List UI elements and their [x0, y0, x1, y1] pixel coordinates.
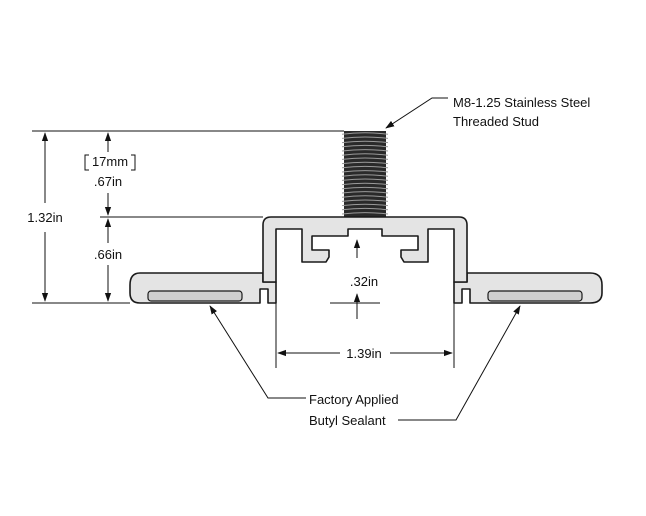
dim-stud-height: 17mm .67in [84, 132, 136, 216]
thread-ridge [341, 153, 389, 156]
thread-ridge [341, 165, 389, 169]
thread-ridge [341, 195, 389, 198]
stud-callout-line2: Threaded Stud [453, 114, 539, 129]
thread-ridge [341, 157, 389, 160]
thread-ridge [341, 191, 389, 194]
sealant-callout-line2: Butyl Sealant [309, 413, 386, 428]
dim-overall-height: 1.32in [27, 132, 63, 302]
sealant-callout: Factory Applied Butyl Sealant [209, 305, 521, 428]
stud-threads [341, 132, 389, 215]
thread-ridge [341, 199, 389, 202]
threaded-stud [341, 131, 389, 217]
thread-ridge [341, 174, 389, 177]
thread-ridge [341, 136, 389, 139]
thread-ridge [341, 170, 389, 173]
thread-ridge [341, 161, 389, 165]
sealant-strip-left [147, 290, 243, 302]
mm-bracket-right [131, 154, 136, 171]
channel-width-label: 1.39in [346, 346, 381, 361]
thread-ridge [341, 132, 389, 135]
dim-channel-width: 1.39in [277, 346, 453, 361]
channel-body [262, 216, 468, 283]
thread-ridge [341, 203, 389, 207]
mm-bracket-left [84, 154, 89, 171]
channel-depth-label: .32in [350, 274, 378, 289]
thread-ridge [341, 178, 389, 181]
stud-height-in-label: .67in [94, 174, 122, 189]
base-height-label: .66in [94, 247, 122, 262]
stud-height-mm-label: 17mm [92, 154, 128, 169]
thread-ridge [341, 186, 389, 190]
thread-ridge [341, 149, 389, 152]
sealant-strip-right [487, 290, 583, 302]
thread-ridge [341, 212, 389, 215]
mount-profile [129, 216, 603, 304]
overall-height-label: 1.32in [27, 210, 62, 225]
stud-callout-line1: M8-1.25 Stainless Steel [453, 95, 590, 110]
thread-ridge [341, 144, 389, 148]
sealant-callout-line1: Factory Applied [309, 392, 399, 407]
thread-ridge [341, 140, 389, 144]
dim-channel-depth: .32in [350, 239, 378, 319]
stud-callout: M8-1.25 Stainless Steel Threaded Stud [385, 95, 590, 129]
extension-lines [32, 130, 455, 368]
dim-base-height: .66in [94, 218, 122, 302]
thread-ridge [341, 182, 389, 186]
thread-ridge [341, 207, 389, 211]
